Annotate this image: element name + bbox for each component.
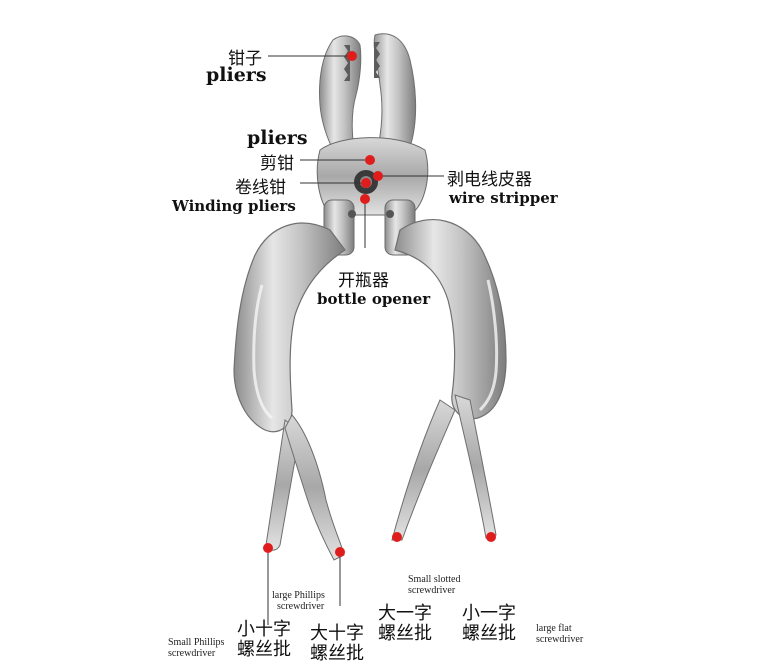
callout-markers (263, 51, 496, 557)
marker-opener (360, 194, 370, 204)
label-large-phillips-cn-2: 螺丝批 (310, 643, 364, 664)
label-large-flat-en-2: screwdriver (536, 634, 584, 645)
marker-cutter (365, 155, 375, 165)
label-small-slotted-cn-1: 大一字 (378, 603, 432, 624)
label-large-flat-cn-2: 螺丝批 (462, 623, 516, 644)
label-pliers-cn: 钳子 (228, 49, 262, 69)
marker-pliers (347, 51, 357, 61)
label-large-phillips-en-1: large Phillips (272, 590, 325, 601)
label-opener-en: bottle opener (317, 290, 431, 308)
label-stripper-en: wire stripper (449, 189, 558, 207)
large-phillips-blade (284, 414, 345, 561)
marker-winding (361, 178, 371, 188)
small-slotted-blade (391, 399, 456, 541)
label-large-flat-cn-1: 小一字 (462, 603, 516, 624)
label-small-phillips-cn-1: 小十字 (237, 619, 291, 640)
marker-stripper (373, 171, 383, 181)
label-cutter-cn: 剪钳 (260, 154, 294, 174)
label-cutter-en: pliers (247, 127, 308, 149)
label-small-phillips-en-2: screwdriver (168, 648, 216, 659)
label-winding-cn: 卷线钳 (235, 178, 286, 198)
label-small-phillips-en-1: Small Phillips (168, 637, 225, 648)
label-stripper-cn: 剥电线皮器 (447, 170, 532, 190)
left-handle (233, 222, 346, 433)
marker-small-slotted (392, 532, 402, 542)
label-large-phillips-cn-1: 大十字 (310, 623, 364, 644)
label-pliers-en: pliers (206, 64, 267, 86)
label-small-slotted-cn-2: 螺丝批 (378, 623, 432, 644)
marker-large-phillips (335, 547, 345, 557)
leader-lines (267, 55, 444, 625)
right-handle (394, 219, 507, 420)
jaw-teeth (344, 42, 380, 81)
label-small-slotted-en-1: Small slotted (408, 574, 461, 585)
label-small-slotted-en-2: screwdriver (408, 585, 456, 596)
label-small-phillips-cn-2: 螺丝批 (237, 639, 291, 660)
label-large-phillips-en-2: screwdriver (277, 601, 325, 612)
label-winding-en: Winding pliers (172, 197, 296, 215)
marker-large-flat (486, 532, 496, 542)
label-large-flat-en-1: large flat (536, 623, 572, 634)
label-opener-cn: 开瓶器 (338, 271, 389, 291)
marker-small-phillips (263, 543, 273, 553)
